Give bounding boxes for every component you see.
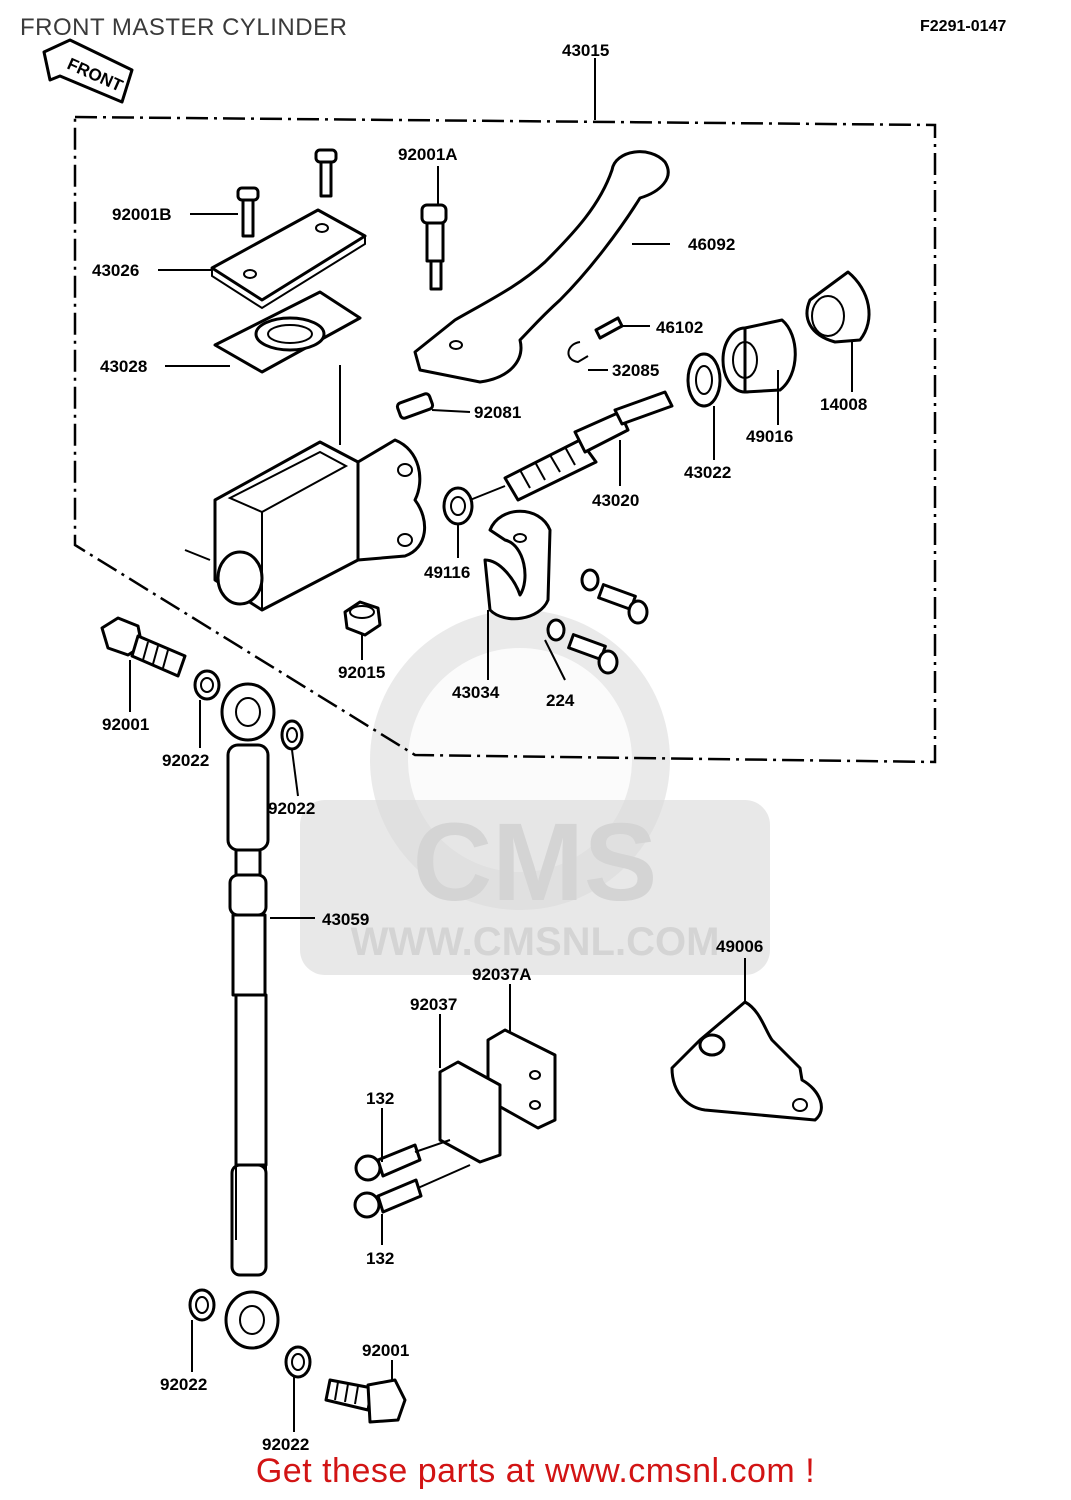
watermark-url: WWW.CMSNL.COM [351,920,720,964]
handlebar-clamp [483,509,552,621]
label-46102: 46102 [656,318,703,337]
label-49116: 49116 [424,563,470,582]
footer-promo-link[interactable]: Get these parts at www.cmsnl.com ! [255,1452,816,1490]
figure-code: F2291-0147 [920,18,1007,35]
label-32085: 32085 [612,361,659,380]
banjo-bolt-top [100,616,187,678]
label-92081: 92081 [474,403,521,422]
part-labels: 43015 92001A 46092 92001B 43026 43028 46… [92,41,867,1454]
label-92015: 92015 [338,663,385,682]
label-92037a: 92037A [472,965,532,984]
screw-92001b-left [236,186,260,238]
label-132-upper: 132 [366,1089,394,1108]
banjo-bolt-bottom [324,1378,407,1424]
reservoir-cap [210,208,367,302]
page-title: FRONT MASTER CYLINDER [20,14,348,41]
front-direction-arrow: FRONT [42,38,134,104]
label-43020: 43020 [592,491,639,510]
washer-43022 [686,352,722,408]
label-43034: 43034 [452,683,500,702]
screw-92001b-right [314,148,338,198]
nut-92015 [343,600,382,637]
label-92001-bottom: 92001 [362,1341,409,1360]
piston-assembly [469,390,674,502]
label-92022-a: 92022 [162,751,209,770]
label-43059: 43059 [322,910,369,929]
cable-holder-49006 [670,1000,823,1122]
label-43022: 43022 [684,463,731,482]
label-14008: 14008 [820,395,867,414]
clamp-bolt-upper [580,568,649,625]
label-92001-top: 92001 [102,715,149,734]
dust-boot [721,318,797,394]
label-132-lower: 132 [366,1249,394,1268]
label-92001b: 92001B [112,205,172,224]
adjuster-screw [395,392,435,420]
bracket-bolt-upper [354,1139,451,1182]
piston-seal [442,486,474,526]
pivot-bolt [420,203,448,291]
brake-lever [413,150,670,384]
label-224: 224 [546,691,575,710]
crush-washer-d [284,1345,312,1379]
watermark-brand: CMS [413,801,657,924]
crush-washer-b [280,719,304,751]
lever-spring [594,316,624,340]
label-49016: 49016 [746,427,793,446]
cms-watermark: CMS WWW.CMSNL.COM [300,610,770,975]
label-43015: 43015 [562,41,609,60]
hose-bracket [438,1028,557,1164]
bracket-bolt-lower [353,1164,471,1219]
assembly-outline [73,115,937,764]
label-43028: 43028 [100,357,147,376]
crush-washer-c [188,1288,216,1322]
crush-washer-a [193,669,221,701]
label-92037: 92037 [410,995,457,1014]
label-92022-c: 92022 [160,1375,207,1394]
leader-lines [129,166,853,1432]
master-cylinder-body [184,438,427,612]
label-46092: 46092 [688,235,735,254]
label-92001a: 92001A [398,145,458,164]
dust-cap [805,270,871,344]
clamp-bolt-lower [546,618,619,675]
brake-hose [220,682,280,1350]
retaining-clip [567,341,589,364]
label-49006: 49006 [716,937,763,956]
label-43026: 43026 [92,261,139,280]
label-92022-d: 92022 [262,1435,309,1454]
label-92022-b: 92022 [268,799,315,818]
